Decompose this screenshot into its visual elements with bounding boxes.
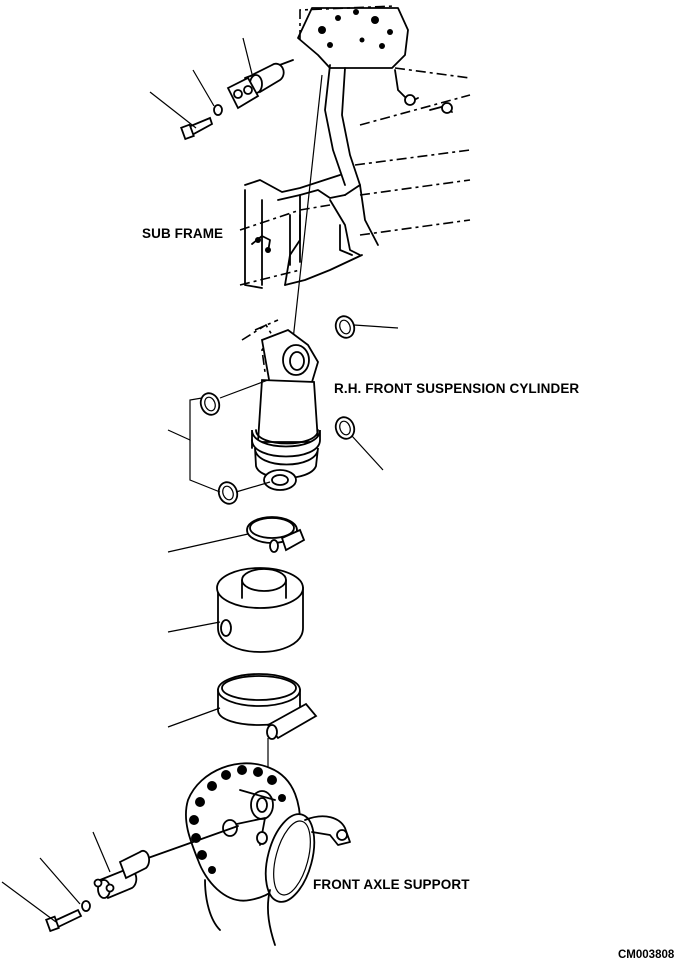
- seal-rings: [167, 315, 399, 505]
- small-clamp: [167, 516, 306, 553]
- axle-support-label: FRONT AXLE SUPPORT: [313, 877, 470, 892]
- front-axle-support-drawing: [185, 762, 351, 946]
- large-clamp: [167, 673, 318, 775]
- upper-pin-assembly: [149, 37, 294, 141]
- sub-frame-drawing: [239, 5, 471, 289]
- sub-frame-label: SUB FRAME: [142, 226, 224, 241]
- cylinder-label: R.H. FRONT SUSPENSION CYLINDER: [334, 381, 580, 396]
- dust-cover: [167, 567, 304, 653]
- lower-pin-assembly: [1, 825, 239, 933]
- drawing-code: CM003808: [618, 949, 675, 961]
- suspension-cylinder-drawing: [241, 319, 321, 491]
